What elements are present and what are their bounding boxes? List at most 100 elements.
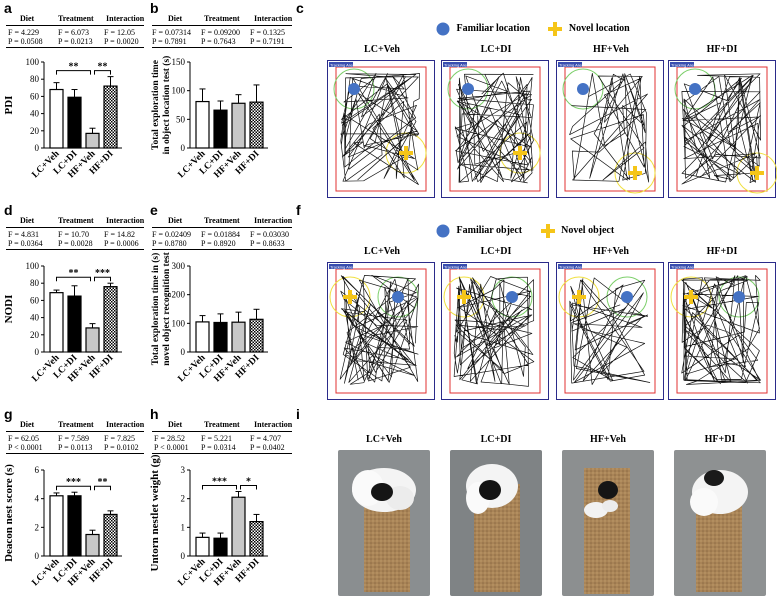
- bar-lc-di: [213, 537, 228, 557]
- y-tick-label: 0: [35, 551, 40, 561]
- legend-familiar-location: Familiar location: [456, 23, 530, 35]
- novel-marker-icon: [628, 166, 642, 180]
- stat-header-diet: Diet: [168, 216, 183, 225]
- y-tick-label: 6: [35, 465, 40, 475]
- stat-f-treatment: F = 0.09200: [201, 28, 240, 37]
- stat-f-interaction: F = 12.05: [104, 28, 135, 37]
- panel-label-e: e: [150, 202, 158, 218]
- stat-p-interaction: P = 0.8633: [250, 239, 285, 248]
- stat-header-interaction: Interaction: [106, 420, 145, 429]
- significance-bracket: [94, 485, 111, 491]
- y-tick-label: 200: [172, 290, 186, 300]
- bar-hf-di: [103, 286, 118, 353]
- familiar-marker-icon: [392, 291, 404, 303]
- movement-track: [454, 72, 534, 184]
- stat-header-interaction: Interaction: [254, 420, 293, 429]
- panel-label-b: b: [150, 0, 159, 16]
- tracking-area-tag: Tracking Area: [330, 62, 355, 67]
- stats-table-a: Diet Treatment Interaction F = 4.229 F =…: [6, 14, 144, 50]
- stat-f-diet: F = 0.07314: [152, 28, 191, 37]
- significance-bracket: [94, 276, 111, 282]
- stats-table-e: Diet Treatment Interaction F = 0.02409 F…: [152, 216, 292, 252]
- movement-track: [340, 73, 420, 185]
- novel-location-icon: [548, 22, 563, 36]
- novel-marker-icon: [572, 290, 586, 304]
- familiar-marker-icon: [689, 83, 701, 95]
- familiar-marker-icon: [621, 291, 633, 303]
- novel-object-icon: [540, 224, 555, 238]
- significance-label: *: [246, 477, 251, 488]
- significance-label: ***: [212, 477, 227, 488]
- stats-table-d: Diet Treatment Interaction F = 4.831 F =…: [6, 216, 144, 252]
- bar-hf-di: [249, 520, 264, 557]
- y-axis-label: novel object recognition test: [162, 251, 172, 365]
- group-label-i-lcveh: LC+Veh: [366, 434, 402, 445]
- bar-lc-di: [213, 321, 228, 353]
- y-tick-label: 1: [181, 522, 186, 532]
- bar-lc-di: [67, 295, 82, 353]
- bar-lc-veh: [49, 292, 64, 353]
- bar-lc-veh: [195, 321, 210, 353]
- stats-table-b: Diet Treatment Interaction F = 0.07314 F…: [152, 14, 292, 50]
- panel-label-c: c: [296, 0, 304, 16]
- novel-marker-icon: [750, 166, 764, 180]
- significance-label: ***: [95, 268, 110, 279]
- legend-f: Familiar object Novel object: [436, 224, 614, 238]
- tracking-arena-lc-veh: Tracking Area: [327, 262, 435, 400]
- bar-lc-di: [67, 495, 82, 557]
- stat-header-diet: Diet: [20, 420, 35, 429]
- group-label-i-lcdi: LC+DI: [480, 434, 512, 445]
- tracking-area-tag: Tracking Area: [671, 62, 696, 67]
- y-tick-label: 0: [35, 143, 40, 153]
- y-axis-label: NODI: [3, 295, 15, 324]
- stat-f-treatment: F = 5.221: [201, 434, 232, 443]
- stat-header-treatment: Treatment: [58, 14, 94, 23]
- novel-marker-icon: [399, 146, 413, 160]
- novel-marker-icon: [513, 146, 527, 160]
- y-tick-label: 40: [30, 109, 40, 119]
- stat-p-diet: P = 0.8780: [152, 239, 187, 248]
- tracking-area-tag: Tracking Area: [330, 264, 355, 269]
- familiar-marker-icon: [733, 291, 745, 303]
- y-tick-label: 3: [181, 465, 186, 475]
- y-tick-label: 20: [30, 330, 40, 340]
- y-tick-label: 0: [181, 551, 186, 561]
- stat-p-treatment: P = 0.8920: [201, 239, 236, 248]
- bar-hf-veh: [85, 132, 100, 149]
- stat-p-interaction: P = 0.0402: [250, 443, 285, 452]
- y-tick-label: 0: [35, 347, 40, 357]
- familiar-marker-icon: [462, 83, 474, 95]
- stat-f-diet: F = 28.52: [154, 434, 185, 443]
- novel-marker-icon: [684, 290, 698, 304]
- group-label-c-hfveh: HF+Veh: [593, 44, 629, 55]
- movement-track: [569, 72, 650, 183]
- significance-bracket: [56, 485, 91, 491]
- stat-p-treatment: P = 0.0213: [58, 37, 93, 46]
- tracking-area-tag: Tracking Area: [559, 62, 584, 67]
- bar-hf-veh: [231, 321, 246, 353]
- y-tick-label: 100: [172, 318, 186, 328]
- bar-lc-veh: [49, 88, 64, 149]
- stat-f-interaction: F = 4.707: [250, 434, 281, 443]
- tracking-arena-lc-di: Tracking Area: [441, 60, 549, 198]
- bar-chart-pdi: 020406080100PDILC+VehLC+DIHF+VehHF+DI***…: [3, 57, 122, 180]
- significance-bracket: [202, 485, 237, 490]
- y-tick-label: 4: [35, 494, 40, 504]
- y-tick-label: 0: [181, 347, 186, 357]
- y-axis-label: Untorn nestlet weight (g): [149, 454, 161, 571]
- y-axis-label: PDI: [3, 96, 15, 115]
- y-tick-label: 50: [176, 114, 186, 124]
- y-tick-label: 2: [181, 494, 186, 504]
- stat-f-interaction: F = 14.82: [104, 230, 135, 239]
- group-label-f-hfveh: HF+Veh: [593, 246, 629, 257]
- novel-marker-icon: [457, 290, 471, 304]
- tracking-arena-hf-veh: Tracking Area: [556, 60, 664, 198]
- tracking-arena-hf-veh: Tracking Area: [556, 262, 664, 400]
- movement-track: [339, 274, 419, 385]
- panel-label-d: d: [4, 202, 13, 218]
- significance-bracket: [240, 485, 257, 490]
- y-tick-label: 40: [30, 313, 40, 323]
- bar-hf-veh: [85, 327, 100, 353]
